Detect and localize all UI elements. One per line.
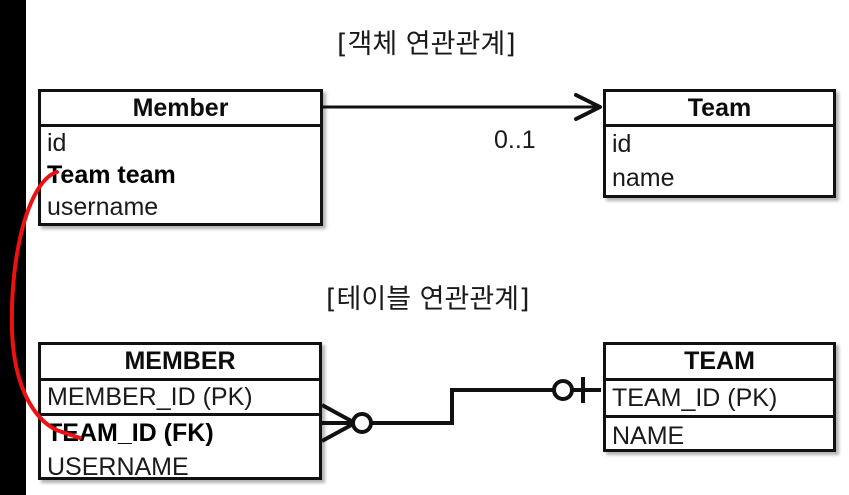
table-relationship-connector: [362, 388, 601, 425]
team-entity-title: Team: [606, 92, 833, 127]
member-table-title: MEMBER: [41, 345, 319, 381]
team-table-column-team-id: TEAM_ID (PK): [606, 381, 833, 418]
member-table-box: MEMBER MEMBER_ID (PK) TEAM_ID (FK) USERN…: [38, 342, 322, 481]
crows-foot-many-icon: [321, 403, 373, 443]
table-section-caption: [테이블 연관관계]: [326, 284, 530, 315]
member-entity-field-username: username: [47, 192, 159, 221]
member-table-column-team-id: TEAM_ID (FK): [47, 419, 214, 447]
team-entity-box: Team id name: [603, 89, 836, 198]
member-entity-field-id: id: [47, 128, 67, 157]
zero-or-one-icon: [552, 377, 585, 403]
member-entity-title: Member: [41, 92, 320, 127]
object-section-caption: [객체 연관관계]: [337, 29, 516, 60]
member-table-column-member-id: MEMBER_ID (PK): [41, 381, 319, 416]
association-multiplicity-label: 0..1: [494, 126, 536, 154]
team-table-title: TEAM: [606, 345, 833, 381]
team-entity-field-name: name: [612, 163, 675, 192]
team-table-column-name: NAME: [612, 422, 685, 450]
slide-left-band: [0, 0, 26, 495]
object-association-arrow: [323, 93, 602, 121]
member-table-column-username: USERNAME: [47, 453, 189, 481]
team-entity-field-id: id: [612, 129, 632, 158]
team-table-box: TEAM TEAM_ID (PK) NAME: [603, 342, 836, 452]
member-entity-box: Member id Team team username: [38, 89, 323, 226]
member-entity-field-team: Team team: [47, 160, 176, 189]
